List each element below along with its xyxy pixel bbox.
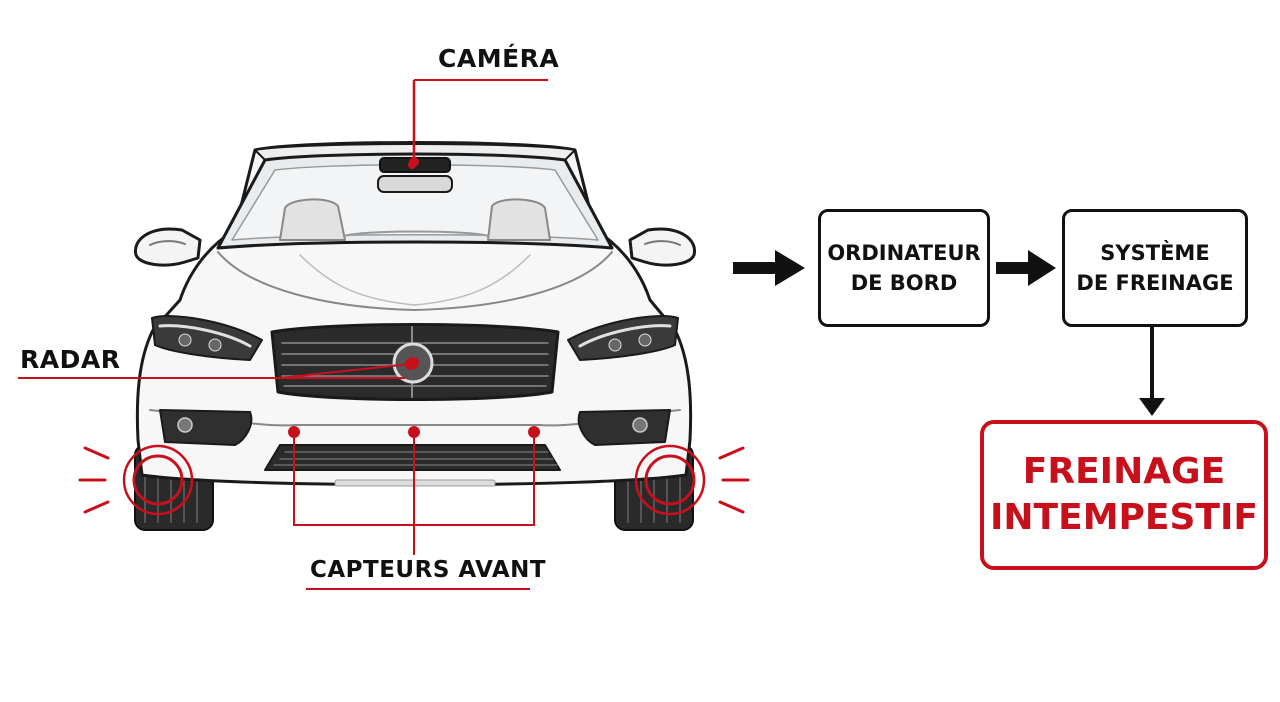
- right-fog-light: [577, 409, 671, 446]
- left-mirror: [133, 227, 202, 267]
- radar-label: RADAR: [20, 345, 121, 374]
- onboard-computer-box: ORDINATEUR DE BORD: [818, 209, 990, 327]
- camera-label: CAMÉRA: [438, 44, 560, 73]
- onboard-computer-line-2: DE BORD: [850, 271, 958, 295]
- arrow-right-icon: [996, 250, 1056, 286]
- left-fog-light: [159, 409, 253, 446]
- front-sensors-callout: [288, 426, 540, 590]
- camera-callout: [409, 79, 548, 167]
- arrow-right-icon: [733, 250, 805, 286]
- right-mirror: [628, 227, 697, 267]
- signal-waves-icon: [78, 444, 750, 516]
- lower-air-intake: [264, 444, 561, 471]
- front-sensors-label: CAPTEURS AVANT: [310, 557, 547, 583]
- arrow-down-icon: [1139, 327, 1165, 416]
- braking-system-box: SYSTÈME DE FREINAGE: [1062, 209, 1248, 327]
- unintended-braking-line-1: FREINAGE: [1022, 451, 1226, 492]
- braking-system-line-2: DE FREINAGE: [1076, 271, 1234, 295]
- unintended-braking-box: FREINAGE INTEMPESTIF: [980, 420, 1268, 570]
- braking-system-line-1: SYSTÈME: [1100, 241, 1210, 265]
- unintended-braking-line-2: INTEMPESTIF: [990, 497, 1258, 538]
- onboard-computer-line-1: ORDINATEUR: [827, 241, 981, 265]
- radar-callout: [18, 358, 417, 379]
- car-front-illustration: [133, 141, 697, 531]
